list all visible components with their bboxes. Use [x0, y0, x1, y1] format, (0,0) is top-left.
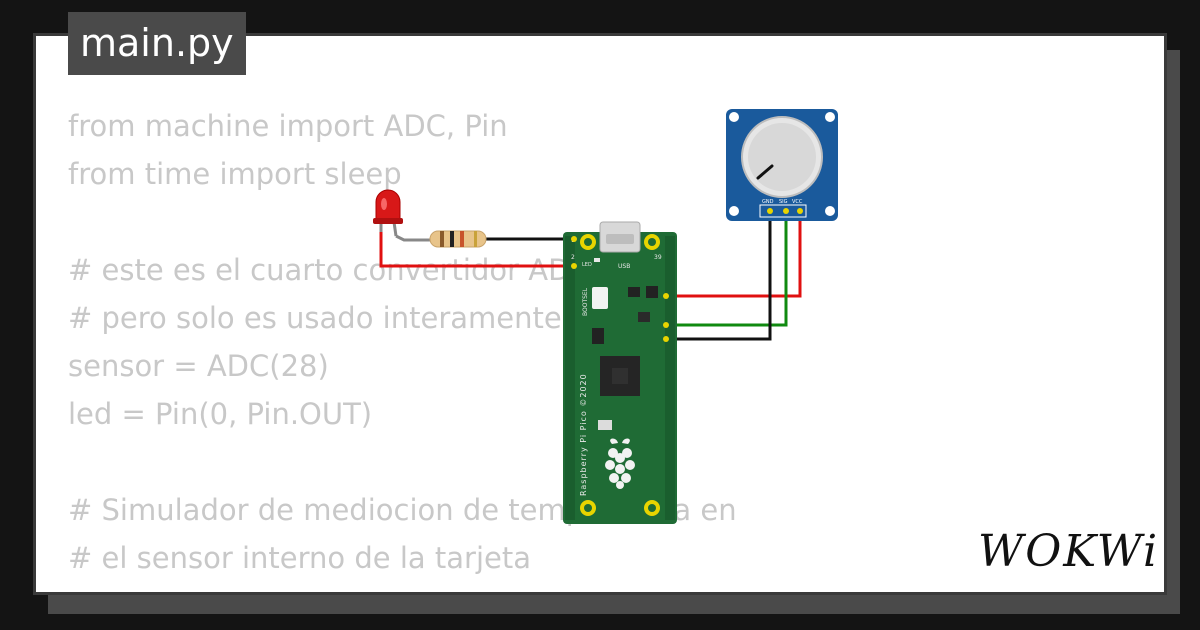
code-line: sensor = ADC(28) [68, 349, 329, 383]
onboard-led [594, 258, 600, 262]
signal-wire[interactable] [666, 214, 788, 327]
bootsel-button[interactable] [592, 287, 608, 309]
ground-wire[interactable] [666, 214, 772, 341]
code-line: # el sensor interno de la tarjeta [68, 541, 531, 575]
raspberry-logo-icon [605, 438, 635, 489]
pico-board[interactable]: USB LED 1 2 39 BOOTSEL Raspberry Pi Pico… [563, 221, 677, 524]
potentiometer-module[interactable]: GND SIG VCC [726, 109, 838, 221]
resistor-component[interactable] [429, 230, 487, 248]
code-line: from machine import ADC, Pin [68, 109, 508, 143]
pot-pin-label-gnd: GND [762, 199, 774, 205]
led-body [375, 189, 401, 223]
file-tab-label: main.py [80, 21, 234, 65]
smd-component [638, 312, 650, 322]
right-pin-header [665, 236, 675, 520]
left-pin-header [565, 236, 575, 520]
usb-label: USB [618, 263, 630, 270]
code-line: from time import sleep [68, 157, 402, 191]
knob-indicator [756, 164, 774, 180]
pot-pin-label-sig: SIG [779, 199, 788, 205]
led-component[interactable] [373, 189, 403, 237]
pin-label: 39 [654, 254, 662, 261]
wires [379, 214, 802, 341]
led-rim [373, 218, 403, 224]
board-silkscreen: Raspberry Pi Pico ©2020 [579, 373, 588, 496]
code-line: # pero solo es usado interamente [68, 301, 562, 335]
code-listing: from machine import ADC, Pin from time i… [68, 102, 828, 582]
wokwi-logo-text: WOKWi [978, 526, 1160, 577]
pin-label: 2 [571, 254, 575, 261]
bootsel-label: BOOTSEL [582, 287, 589, 316]
pot-pin-label-vcc: VCC [792, 199, 803, 205]
smd-component [592, 328, 604, 344]
vcc-wire[interactable] [666, 214, 802, 298]
wokwi-logo: WOKWi [978, 528, 1157, 576]
led-resistor-lead [395, 234, 430, 242]
file-tab[interactable]: main.py [68, 12, 246, 75]
led-wire[interactable] [379, 226, 574, 268]
crystal [598, 420, 612, 430]
led-label: LED [582, 262, 592, 268]
smd-component [646, 286, 658, 298]
code-line: led = Pin(0, Pin.OUT) [68, 397, 373, 431]
smd-component [628, 287, 640, 297]
